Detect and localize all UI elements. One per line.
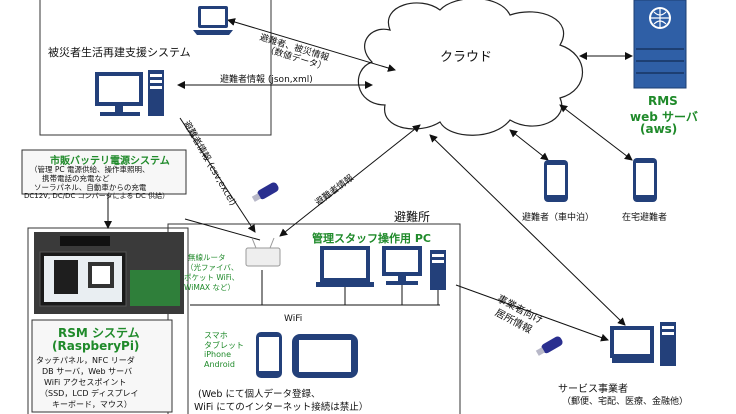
service-pc-icon [610, 322, 676, 366]
battery-box [21, 149, 187, 195]
router-icon [245, 237, 281, 267]
arrow-service [429, 134, 626, 326]
desktop-pc-icon [95, 70, 164, 116]
smartphone-icon [256, 332, 282, 378]
rsm-line: （SSD，LCD ディスプレイ [40, 389, 139, 398]
rms-line1: RMS [648, 94, 678, 108]
router-line: WiMAX など） [184, 283, 235, 292]
arrow-csv [179, 117, 256, 233]
arrow-disaster-info [227, 18, 396, 72]
rsm-text-box [31, 319, 173, 413]
phone-icon-car [544, 160, 568, 202]
battery-line: 携帯電話の充電など [42, 174, 110, 183]
staff-pc-label: 管理スタッフ操作用 PC [312, 232, 431, 245]
device-line: iPhone [204, 350, 232, 359]
rms-line3: (aws) [640, 122, 678, 136]
support-system-title: 被災者生活再建支援システム [48, 46, 191, 59]
evacuee-car-label: 避難者（車中泊） [522, 213, 595, 223]
label-json: 避難者情報 (json,xml) [220, 75, 313, 85]
service-provider-title: サービス事業者 [558, 384, 628, 395]
staff-pc-1-icon [316, 246, 374, 287]
arrow-evacuee-cloud [279, 124, 421, 237]
wifi-label: WiFi [284, 314, 303, 324]
battery-title: 市販バッテリ電源システム [50, 156, 170, 167]
service-provider-detail: （郵便、宅配、医療、金融他） [562, 397, 689, 407]
tablet-icon [292, 334, 358, 378]
router-line: ポケット WiFi、 [184, 273, 240, 282]
phone-icon-home [633, 158, 657, 202]
shelter-note: (Web にて個人データ登録、 [198, 389, 321, 400]
staff-pc-2-icon [382, 246, 422, 285]
shelter-note: WiFi にてのインターネット接続は禁止） [194, 402, 369, 413]
router-line: 無線ルータ [188, 253, 226, 262]
laptop-icon [193, 6, 233, 35]
cloud-shape [357, 0, 584, 136]
rsm-title1: RSM システム [58, 326, 140, 340]
rsm-title2: (RaspberyPi) [52, 339, 140, 353]
device-line: スマホ [204, 331, 228, 340]
router-line: （光ファイバ、 [186, 263, 239, 272]
rsm-line: キーボード，マウス） [52, 400, 132, 409]
device-line: タブレット [204, 341, 244, 350]
device-line: Android [204, 360, 235, 369]
raspberry-pi-photo [34, 232, 184, 314]
arrow-home [559, 104, 633, 161]
rms-line2: web サーバ [630, 110, 698, 124]
rsm-line: DB サーバ，Web サーバ [42, 367, 133, 376]
evacuee-home-label: 在宅避難者 [622, 213, 668, 223]
battery-line: ソーラパネル、自動車からの充電 [34, 183, 147, 192]
rsm-line: タッチパネル，NFC リーダ [36, 356, 135, 365]
rsm-line: WiFi アクセスポイント [44, 378, 127, 387]
cloud-label: クラウド [440, 50, 493, 65]
arrow-shelter-service [455, 284, 609, 342]
shelter-title: 避難所 [394, 210, 431, 224]
usb-stick-icon [251, 182, 279, 202]
arrow-car [509, 129, 549, 161]
battery-line: DC12V, DC/DC コンバータによる DC 供給） [24, 192, 170, 200]
usb-stick-icon-2 [535, 336, 563, 356]
staff-tower-icon [430, 250, 446, 290]
battery-line: （管理 PC 電源供給、操作車照明、 [30, 165, 150, 174]
battery-to-router [184, 218, 261, 241]
